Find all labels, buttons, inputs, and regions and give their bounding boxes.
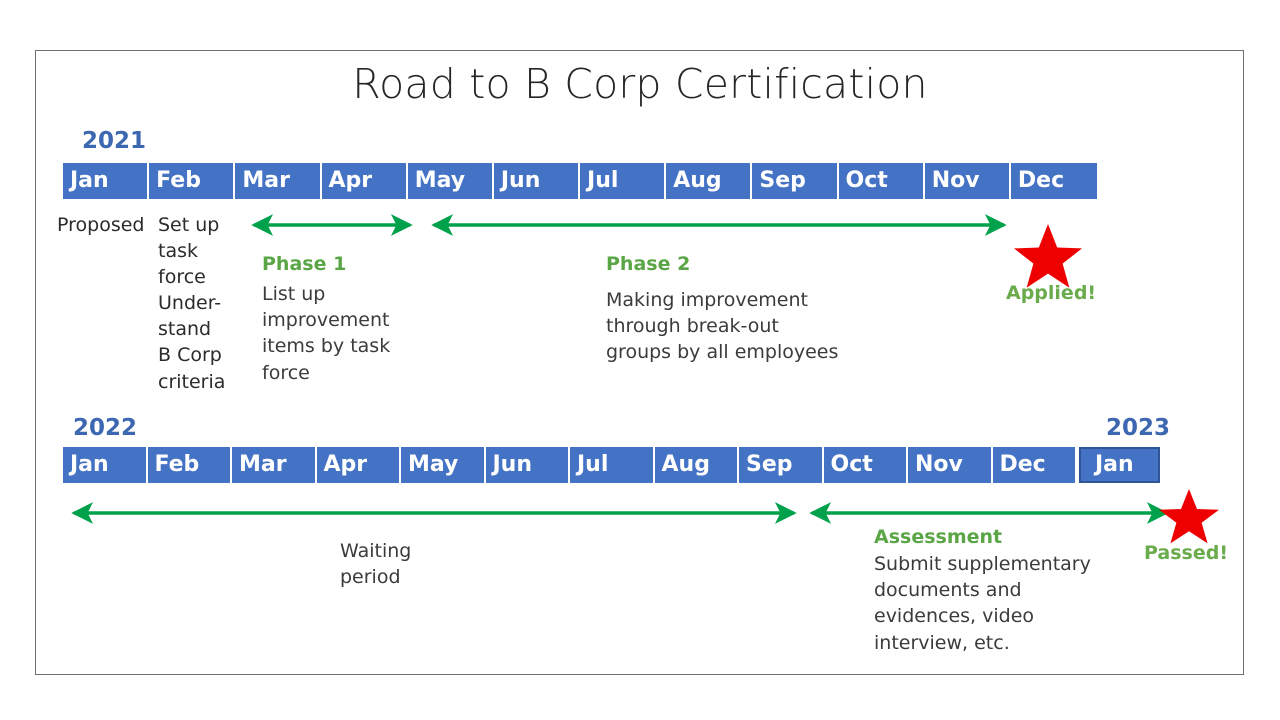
month-cell-label: Oct — [845, 168, 888, 193]
month-row-2021: Jan Feb Mar Apr May Jun Jul Aug Sep Oct Nov Dec — [63, 163, 1098, 199]
jan-2021-note: Set up task force — [158, 214, 220, 289]
month-cell-nov-10[interactable]: Nov — [908, 447, 993, 483]
month-cell-sep-8[interactable]: Sep — [739, 447, 824, 483]
month-cell-mar-2[interactable]: Mar — [232, 447, 317, 483]
phase2-body: Making improvement through break-out gro… — [606, 289, 839, 364]
month-cell-label: Jul — [587, 168, 619, 193]
month-cell-label: Jun — [500, 168, 541, 193]
month-cell-nov-10[interactable]: Nov — [924, 163, 1011, 199]
month-cell-label: May — [408, 452, 459, 477]
month-cell-label: May — [414, 168, 466, 193]
month-cell-label: Nov — [931, 168, 980, 193]
assessment-arrow-icon — [809, 502, 1169, 524]
month-cell-jun-5[interactable]: Jun — [493, 163, 581, 199]
waiting-arrow-icon — [71, 502, 797, 524]
month-cell-aug-7[interactable]: Aug — [654, 447, 739, 483]
year-label-2023: 2023 — [1106, 415, 1171, 441]
month-cell-may-4[interactable]: May — [407, 163, 494, 199]
month-cell-label: Apr — [328, 168, 373, 193]
month-cell-feb-1[interactable]: Feb — [149, 163, 236, 199]
applied-label: Applied! — [1006, 282, 1097, 304]
month-cell-label: Feb — [154, 452, 200, 477]
page-title: Road to B Corp Certification — [352, 60, 928, 108]
month-cell-label: Oct — [830, 452, 873, 477]
month-cell-label: Jan — [1095, 452, 1134, 477]
phase2-arrow-icon — [431, 214, 1007, 236]
month-cell-jan-0[interactable]: Jan — [63, 447, 148, 483]
assessment-body: Submit supplementary documents and evide… — [874, 553, 1091, 654]
month-cell-feb-1[interactable]: Feb — [147, 447, 232, 483]
month-cell-oct-9[interactable]: Oct — [823, 447, 908, 483]
month-cell-dec-11[interactable]: Dec — [1010, 163, 1098, 199]
assessment-title: Assessment — [874, 526, 1003, 548]
feb-2021-note: Under- stand B Corp criteria — [158, 292, 226, 393]
month-cell-label: Dec — [999, 452, 1046, 477]
month-cell-apr-3[interactable]: Apr — [316, 447, 401, 483]
month-cell-label: Aug — [673, 168, 722, 193]
month-cell-label: Jan — [70, 168, 109, 193]
month-cell-jan-0[interactable]: Jan — [63, 163, 150, 199]
phase1-title: Phase 1 — [262, 253, 347, 275]
year-label-2022: 2022 — [73, 415, 138, 441]
month-cell-jul-6[interactable]: Jul — [580, 163, 667, 199]
month-cell-label: Mar — [242, 168, 290, 193]
month-row-2022: Jan Feb Mar Apr May Jun Jul Aug Sep Oct Nov Dec Jan — [63, 447, 1179, 483]
year-label-2021: 2021 — [82, 128, 147, 154]
month-cell-dec-11[interactable]: Dec — [992, 447, 1077, 483]
phase1-arrow-icon — [251, 214, 413, 236]
star-icon-applied — [1014, 224, 1082, 288]
proposed-label: Proposed — [57, 214, 145, 236]
phase1-body: List up improvement items by task force — [262, 283, 391, 384]
month-cell-jan-12[interactable]: Jan — [1079, 447, 1160, 483]
month-cell-label: Mar — [239, 452, 287, 477]
passed-label: Passed! — [1144, 542, 1229, 564]
month-cell-label: Nov — [915, 452, 963, 477]
phase2-title: Phase 2 — [606, 253, 691, 275]
month-cell-oct-9[interactable]: Oct — [838, 163, 925, 199]
month-cell-label: Jul — [577, 452, 609, 477]
month-cell-label: Sep — [759, 168, 806, 193]
slide-frame — [35, 50, 1244, 675]
month-cell-jun-5[interactable]: Jun — [485, 447, 570, 483]
month-cell-label: Aug — [661, 452, 710, 477]
month-cell-label: Sep — [746, 452, 793, 477]
month-cell-label: Jun — [492, 452, 533, 477]
month-cell-label: Jan — [70, 452, 109, 477]
month-cell-label: Dec — [1017, 168, 1065, 193]
month-cell-mar-2[interactable]: Mar — [235, 163, 322, 199]
month-cell-sep-8[interactable]: Sep — [752, 163, 839, 199]
month-cell-aug-7[interactable]: Aug — [666, 163, 753, 199]
waiting-period-body: Waiting period — [340, 540, 412, 589]
month-cell-may-4[interactable]: May — [401, 447, 486, 483]
month-cell-apr-3[interactable]: Apr — [321, 163, 408, 199]
month-cell-jul-6[interactable]: Jul — [570, 447, 655, 483]
month-cell-label: Feb — [156, 168, 201, 193]
star-icon-passed — [1159, 489, 1219, 544]
month-cell-label: Apr — [323, 452, 368, 477]
